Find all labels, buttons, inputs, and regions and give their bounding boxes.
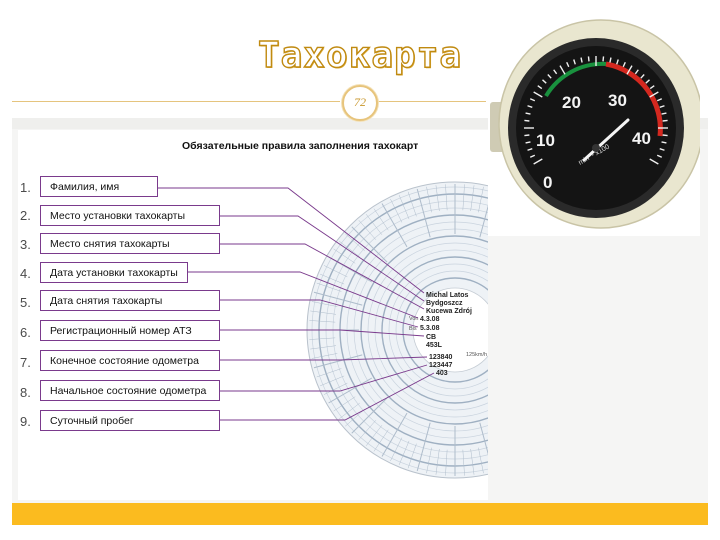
title-rule-right: [378, 101, 486, 102]
rule-box-place-start: Место установки тахокарты: [40, 205, 220, 226]
disc-entry-reg-suffix: 453L: [426, 342, 443, 349]
leader-lines: [157, 187, 435, 421]
disc-entry-daily: 403: [436, 370, 448, 377]
gauge-ticks: [524, 56, 668, 165]
rule-number: 2.: [20, 208, 31, 223]
disc-entry-odo-start: 123447: [429, 362, 452, 369]
tachometer-gauge: 0 10 20 30 40 min⁻¹ x100: [490, 19, 704, 229]
gauge-red-zone: [605, 61, 663, 137]
rule-number: 4.: [20, 266, 31, 281]
gauge-tick-30: 30: [608, 91, 627, 110]
disc-center-field: [412, 287, 488, 373]
title-rule-left: [12, 101, 340, 102]
disc-entry-date-start: 4.3.08: [420, 316, 440, 323]
gauge-tick-40: 40: [632, 129, 651, 148]
rule-box-name: Фамилия, имя: [40, 176, 158, 197]
gauge-needle: [582, 118, 630, 162]
rule-box-date-start: Дата установки тахокарты: [40, 262, 188, 283]
tachometer-photo: 0 10 20 30 40 min⁻¹ x100: [488, 10, 704, 236]
slide-frame-top-band: [12, 118, 708, 129]
disc-entry-name: Michal Latos: [426, 292, 469, 299]
gauge-tick-0: 0: [543, 173, 552, 192]
rule-number: 1.: [20, 180, 31, 195]
page-number-badge: 72: [342, 85, 378, 121]
disc-entry-place-start: Bydgoszcz: [426, 300, 463, 307]
gauge-green-zone: [544, 61, 607, 98]
disc-speed-unit: 125km/h: [466, 352, 487, 358]
gauge-tick-20: 20: [562, 93, 581, 112]
rule-number: 3.: [20, 237, 31, 252]
page-number: 72: [354, 95, 366, 109]
rule-number: 7.: [20, 355, 31, 370]
rule-number: 9.: [20, 414, 31, 429]
rule-number: 8.: [20, 385, 31, 400]
disc-entry-reg-prefix: CB: [426, 334, 436, 341]
disc-entry-odo-end: 123840: [429, 354, 452, 361]
rule-number: 6.: [20, 325, 31, 340]
rule-box-odometer-start: Начальное состояние одометра: [40, 380, 220, 401]
gauge-hub: [592, 144, 600, 152]
slide-title: Тахокарта: [257, 34, 463, 76]
rule-box-place-end: Место снятия тахокарты: [40, 233, 220, 254]
slide-footer-bar: [12, 503, 708, 525]
rule-box-registration: Регистрационный номер АТЗ: [40, 320, 220, 341]
rule-box-daily-mileage: Суточный пробег: [40, 410, 220, 431]
rule-number: 5.: [20, 295, 31, 310]
disc-entry-date-end: 5.3.08: [420, 325, 440, 332]
rule-box-odometer-end: Конечное состояние одометра: [40, 350, 220, 371]
gauge-tick-10: 10: [536, 131, 555, 150]
panel-heading: Обязательные правила заполнения тахокарт: [182, 140, 419, 152]
gauge-face: [516, 46, 676, 210]
rule-box-date-end: Дата снятия тахокарты: [40, 290, 220, 311]
disc-label-to: Bis: [409, 326, 417, 332]
disc-label-from: Von: [409, 316, 418, 322]
disc-entry-place-end: Kucewa Zdrój: [426, 308, 472, 315]
